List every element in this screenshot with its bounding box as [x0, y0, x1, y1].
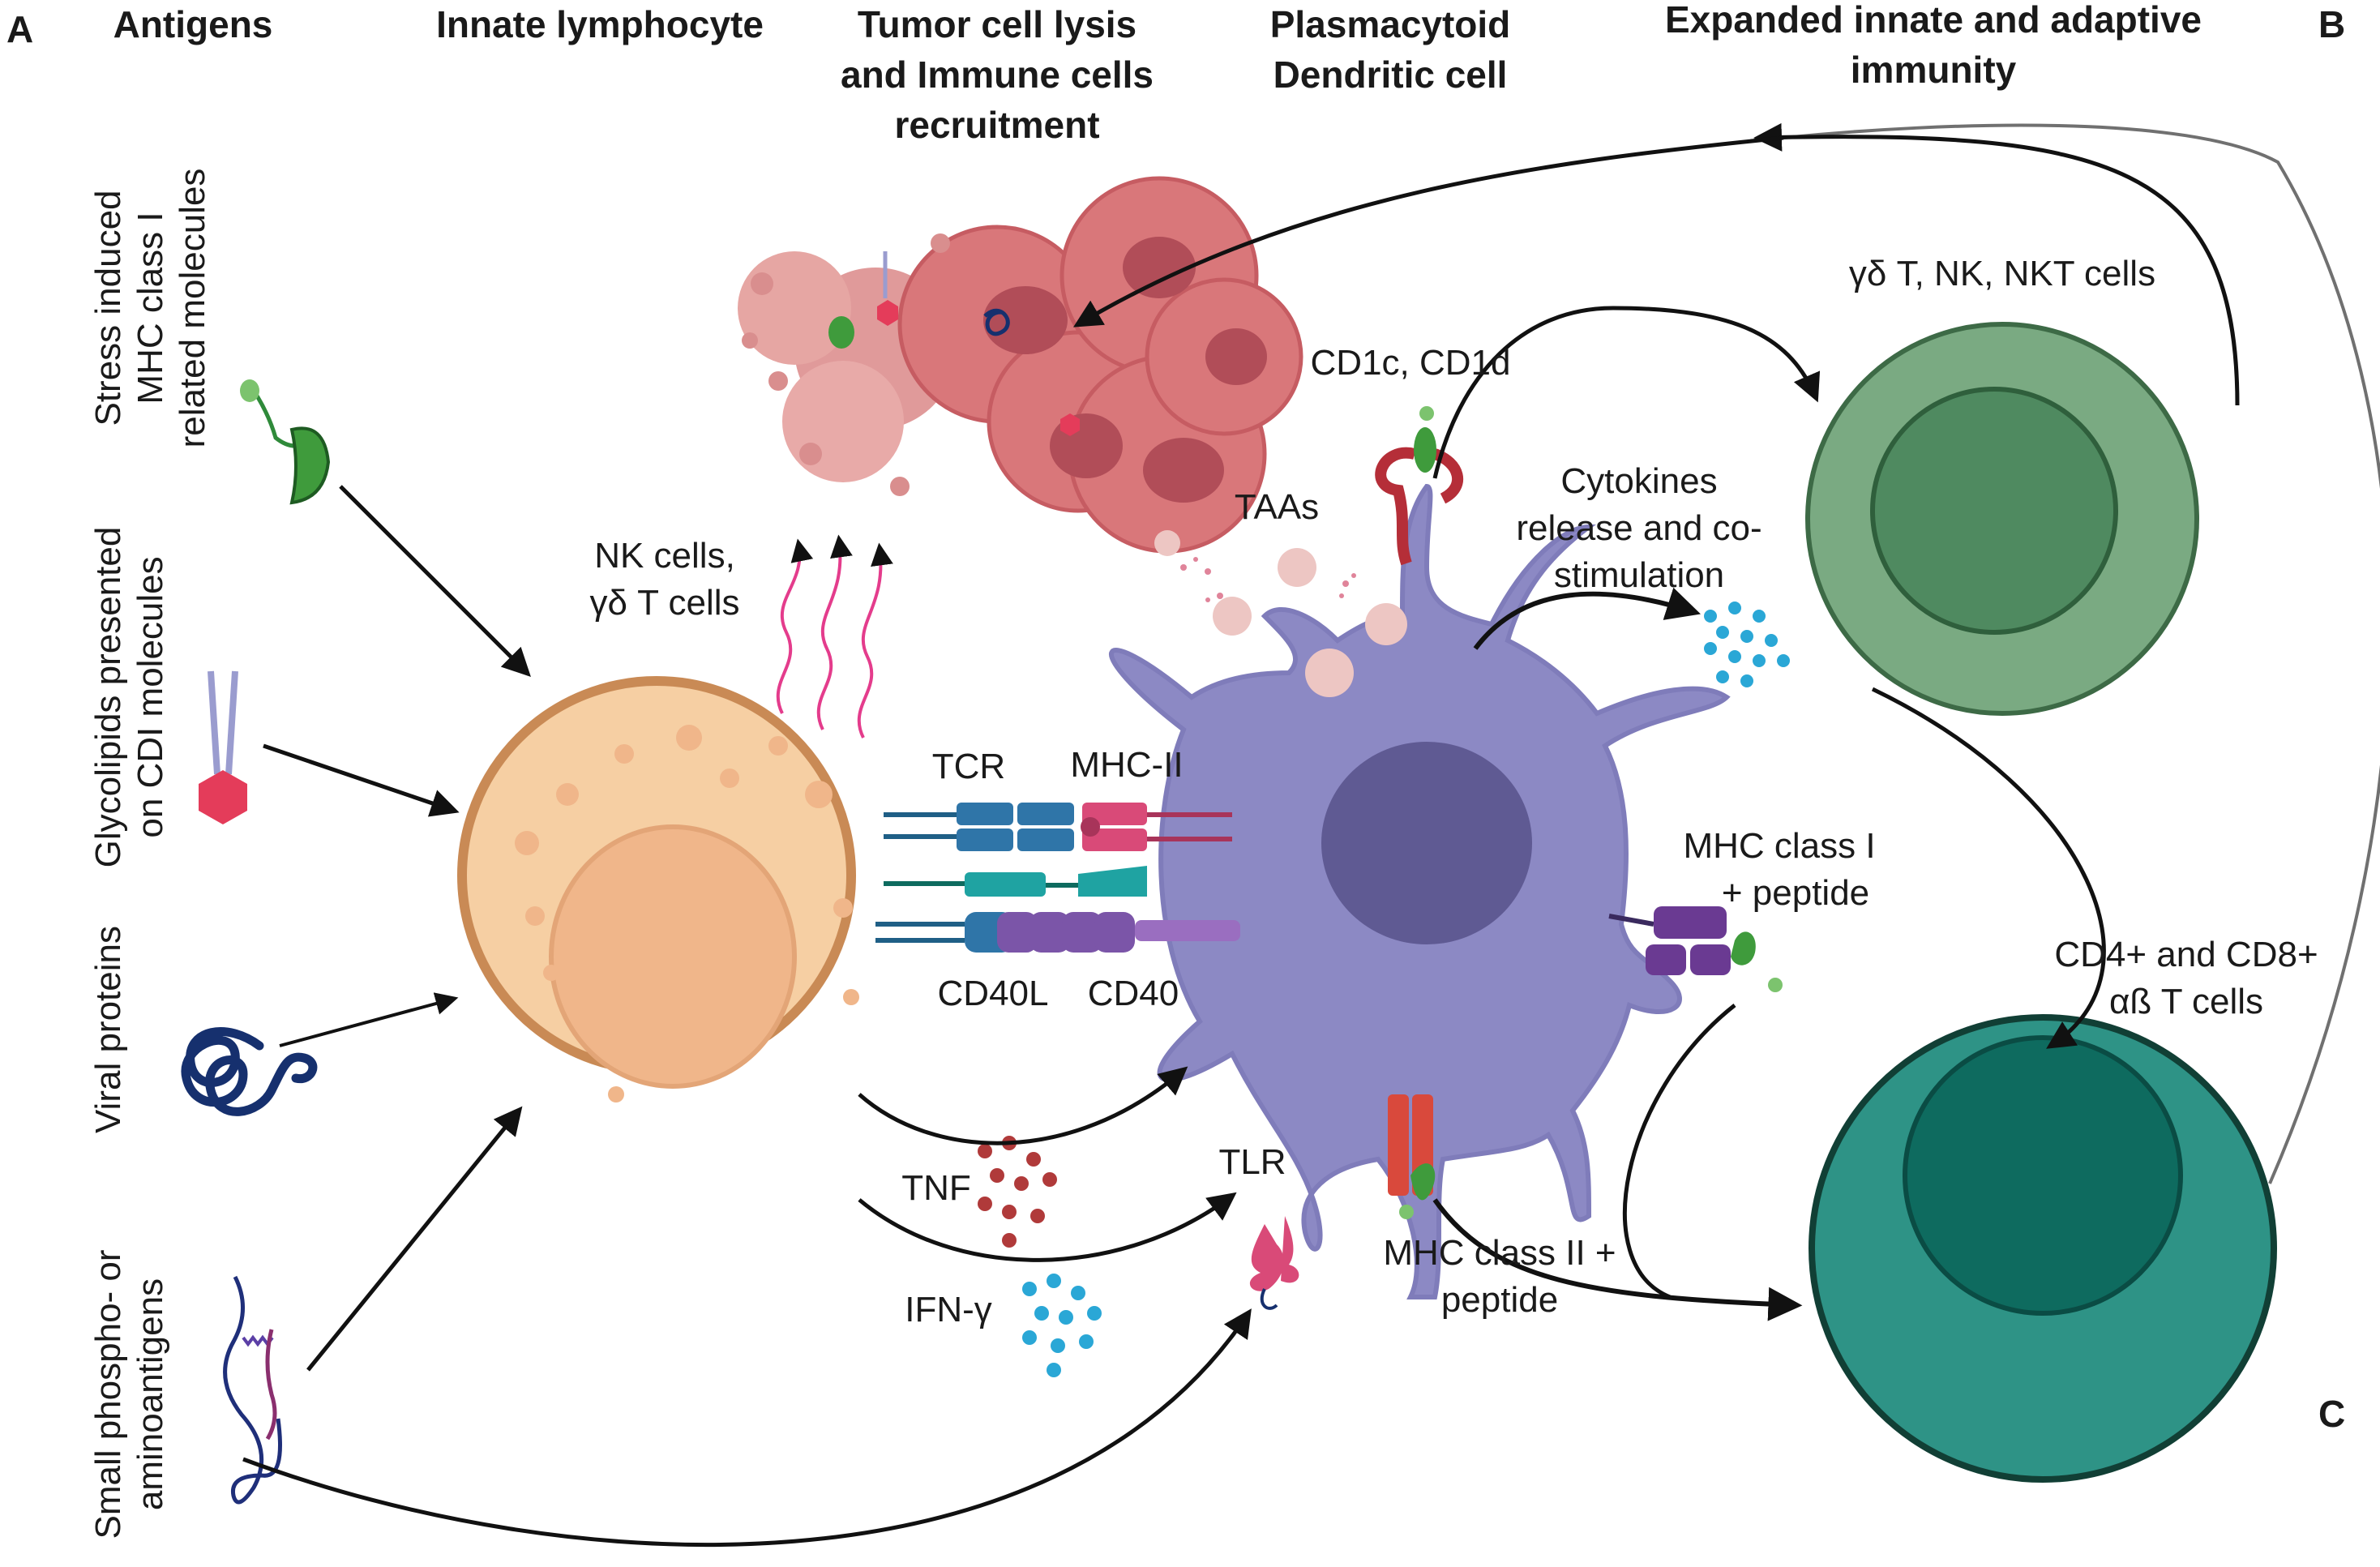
header-tumor-line-1: Tumor cell lysis [858, 3, 1136, 45]
recruitment-signals [776, 534, 893, 739]
process-arrows [858, 122, 2380, 1321]
tnf-dots [978, 1136, 1057, 1248]
label-mhc-i-line-1: MHC class I [1683, 826, 1875, 866]
ifn-dots [1022, 1274, 1102, 1377]
label-ifn-gamma: IFN-γ [905, 1290, 992, 1329]
taa-particles [1180, 557, 1356, 602]
header-pdc-line-1: Plasmacytoid [1270, 3, 1511, 45]
header-pdc-line-2: Dendritic cell [1273, 54, 1508, 96]
plasmacytoid-dendritic-cell [1109, 483, 1731, 1299]
label-cytokines-line-3: stimulation [1554, 555, 1724, 595]
label-tlr: TLR [1218, 1142, 1286, 1182]
header-expanded-line-1: Expanded innate and adaptive [1665, 0, 2202, 41]
label-cytokines-line-2: release and co- [1516, 508, 1761, 548]
innate-lymphocyte-cell [457, 676, 859, 1102]
gamma-delta-nk-nkt-cell [1805, 322, 2199, 716]
viral-protein-icon [181, 1027, 318, 1116]
panel-label-b: B [2318, 3, 2345, 45]
svg-text:aminoantigens: aminoantigens [131, 1278, 170, 1510]
phospho-antigen-icon [223, 1275, 282, 1505]
panel-label-a: A [6, 8, 33, 50]
label-mhc-ii: MHC-II [1070, 745, 1183, 785]
label-nk-line-2: γδ T cells [589, 583, 739, 623]
svg-text:Viral proteins: Viral proteins [88, 926, 128, 1133]
label-cd4-cd8-line-2: αß T cells [2109, 982, 2263, 1021]
header-tumor-line-3: recruitment [894, 104, 1099, 146]
label-gdt-nk-nkt: γδ T, NK, NKT cells [1849, 254, 2155, 293]
label-cd1: CD1c, CD1d [1311, 343, 1511, 383]
tumor-cell-cluster [738, 176, 1303, 554]
header-expanded-line-2: immunity [1851, 49, 2017, 91]
label-cd4-cd8-line-1: CD4+ and CD8+ [2054, 935, 2318, 974]
mhc-class-i-receptor-icon [1608, 906, 1783, 992]
svg-text:Stress induced: Stress induced [88, 190, 128, 426]
panel-label-c: C [2318, 1393, 2345, 1435]
svg-text:Glycolipids presented: Glycolipids presented [88, 527, 128, 868]
svg-text:related molecules: related molecules [173, 169, 212, 448]
label-taas: TAAs [1235, 487, 1319, 527]
cytokine-dots [1704, 602, 1790, 687]
svg-text:on CDI molecules: on CDI molecules [131, 556, 170, 837]
header-innate-lymphocyte: Innate lymphocyte [436, 3, 764, 45]
label-mhc-ii-peptide-line-2: peptide [1441, 1280, 1558, 1320]
label-nk-line-1: NK cells, [594, 536, 735, 576]
label-stress-molecules: Stress induced MHC class I related molec… [88, 169, 212, 448]
label-cd40: CD40 [1088, 974, 1179, 1013]
label-glycolipids: Glycolipids presented on CDI molecules [88, 527, 170, 868]
glycolipid-icon [199, 670, 247, 824]
tcr-mhc-complex [875, 803, 1240, 953]
label-mhc-i-line-2: + peptide [1722, 873, 1869, 913]
label-viral-proteins: Viral proteins [88, 926, 128, 1133]
label-mhc-ii-peptide-line-1: MHC class II + [1383, 1233, 1616, 1273]
label-cd40l: CD40L [938, 974, 1049, 1013]
header-antigens: Antigens [113, 3, 273, 45]
cd4-cd8-t-cell [1809, 1014, 2277, 1483]
tlr-receptor-icon [1249, 1216, 1299, 1310]
label-cytokines-line-1: Cytokines [1560, 461, 1717, 501]
svg-text:Small phospho- or: Small phospho- or [88, 1249, 128, 1539]
stress-molecule-icon [240, 379, 331, 505]
header-tumor-line-2: and Immune cells [841, 54, 1154, 96]
label-tcr: TCR [932, 747, 1005, 786]
svg-text:MHC class I: MHC class I [131, 212, 170, 404]
antigen-arrows [242, 485, 1252, 1547]
label-tnf: TNF [901, 1168, 971, 1208]
mhc-class-ii-receptor-icon [1388, 1094, 1436, 1219]
label-phospho-antigens: Small phospho- or aminoantigens [88, 1249, 170, 1539]
